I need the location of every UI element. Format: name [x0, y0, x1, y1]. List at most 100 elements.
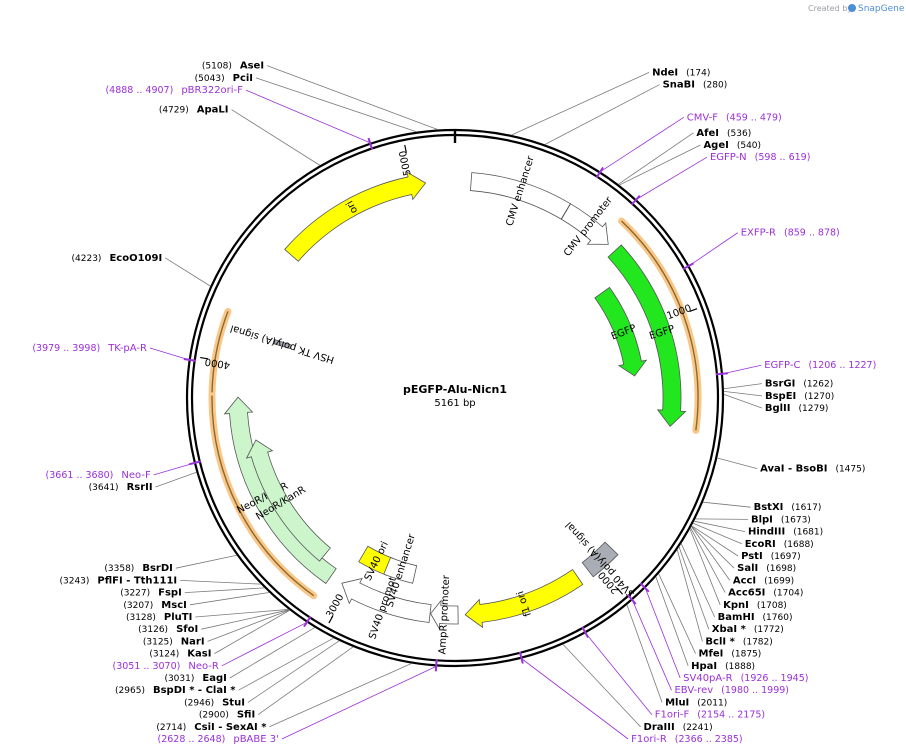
site-label[interactable]: (5108)AseI: [202, 61, 264, 72]
site-label[interactable]: BclI *(1782): [705, 636, 772, 647]
primer-range: TK-pA-R: [107, 343, 147, 354]
site-label[interactable]: BglII(1279): [765, 403, 829, 414]
primer-name: EGFP-N: [710, 152, 747, 163]
feature-ori[interactable]: [284, 171, 427, 262]
site-name: SalI: [737, 563, 758, 574]
leader-lines: [149, 65, 763, 740]
site-label[interactable]: XbaI *(1772): [712, 624, 784, 635]
leader-line: [229, 627, 315, 679]
site-label[interactable]: (2714)CsiI - SexAI *: [156, 722, 267, 733]
site-label[interactable]: BsrGI(1262): [765, 379, 833, 390]
primer-label[interactable]: CMV-F(459 .. 479): [687, 112, 782, 123]
site-pos: (536): [727, 129, 751, 139]
site-label[interactable]: (3358)BsrDI: [104, 563, 172, 574]
primer-label[interactable]: EXFP-R(859 .. 878): [741, 228, 840, 239]
site-label[interactable]: (3124)KasI: [149, 649, 211, 660]
site-label[interactable]: MluI(2011): [665, 697, 727, 708]
feature-hsv-tk-poly-a-signal[interactable]: [272, 338, 292, 350]
site-pos: (3124): [149, 650, 179, 660]
site-label[interactable]: AccI(1699): [733, 575, 794, 586]
site-name: SfiI: [237, 710, 255, 721]
site-pos: (3207): [123, 601, 153, 611]
primer-label[interactable]: (3051 .. 3070)Neo-R: [112, 661, 218, 672]
primer-label[interactable]: (3661 .. 3680)Neo-F: [46, 470, 151, 481]
orf-line: [621, 220, 699, 431]
feature-egfp[interactable]: [607, 244, 687, 427]
site-label[interactable]: (2965)BspDI * - ClaI *: [115, 685, 236, 696]
feature-label: HSV TK poly(A) signal: [229, 322, 336, 365]
site-name: SnaBI: [663, 80, 695, 91]
site-pos: (3125): [143, 637, 173, 647]
site-label[interactable]: SnaBI(280): [663, 80, 728, 91]
site-label[interactable]: BlpI(1673): [751, 514, 811, 525]
feature-egfp[interactable]: [594, 286, 648, 377]
site-name: MfeI: [699, 649, 724, 660]
site-pos: (2965): [115, 686, 145, 696]
feature-ampr-promoter[interactable]: [430, 599, 459, 630]
site-label[interactable]: MfeI (1875): [699, 649, 762, 660]
primer-mark: [581, 626, 589, 639]
site-label[interactable]: (3126)SfoI: [138, 624, 198, 635]
site-name: BlpI: [751, 514, 773, 525]
tick-label: 4000: [204, 355, 231, 370]
feature-sv40-enhancer[interactable]: [383, 556, 418, 584]
site-pos: (1875): [731, 650, 761, 660]
site-label[interactable]: (4729)ApaLI: [159, 105, 229, 116]
primer-label[interactable]: (2628 .. 2648)pBABE 3': [157, 734, 278, 745]
primer-label[interactable]: F1ori-R(2366 .. 2385): [631, 734, 743, 745]
site-label[interactable]: (3031)EagI: [164, 673, 226, 684]
site-label[interactable]: BamHI(1760): [718, 612, 793, 623]
site-name: XbaI *: [712, 624, 747, 635]
site-label[interactable]: BspEI(1270): [765, 391, 834, 402]
leader-line: [255, 77, 417, 133]
site-label[interactable]: HpaI(1888): [691, 661, 755, 672]
site-pos: (3358): [104, 564, 134, 574]
leader-line: [544, 84, 660, 145]
primer-label[interactable]: EGFP-C(1206 .. 1227): [764, 360, 876, 371]
site-label[interactable]: DraIII(2241): [644, 722, 713, 733]
site-label[interactable]: (4223)EcoO109I: [72, 253, 163, 264]
primer-label[interactable]: F1ori-F(2154 .. 2175): [655, 710, 765, 721]
site-label[interactable]: Acc65I(1704): [728, 588, 803, 599]
primer-label[interactable]: EGFP-N(598 .. 619): [710, 152, 810, 163]
leader-line: [619, 144, 701, 186]
site-label[interactable]: SalI(1698): [737, 563, 796, 574]
site-label[interactable]: (3227)FspI: [120, 588, 182, 599]
feature-sv40-promoter[interactable]: [341, 577, 432, 623]
primer-label[interactable]: (3979 .. 3998)TK-pA-R: [32, 343, 147, 354]
site-label[interactable]: (3641)RsrII: [89, 482, 153, 493]
primer-label[interactable]: EBV-rev(1980 .. 1999): [674, 685, 789, 696]
site-label[interactable]: HindIII(1681): [748, 527, 823, 538]
leader-line: [214, 609, 290, 654]
primer-range: Neo-R: [188, 661, 219, 672]
site-label[interactable]: (3243)PflFI - Tth111I: [59, 575, 177, 586]
primer-label[interactable]: SV40pA-R(1926 .. 1945): [683, 673, 808, 684]
site-pos: (1699): [764, 576, 794, 586]
leader-line: [281, 665, 437, 740]
site-pos: (5043): [195, 74, 225, 84]
site-label[interactable]: NdeI(174): [652, 67, 710, 78]
site-pos: (1704): [773, 589, 803, 599]
site-label[interactable]: AgeI(540): [703, 140, 761, 151]
site-name: MscI: [161, 600, 187, 611]
site-label[interactable]: AvaI - BsoBI(1475): [760, 464, 865, 475]
primer-mark: [627, 594, 637, 605]
primer-label[interactable]: (4888 .. 4907)pBR322ori-F: [105, 85, 243, 96]
feature-sv40-poly-a-signal[interactable]: [581, 541, 619, 578]
site-label[interactable]: (2900)SfiI: [199, 710, 255, 721]
feature-neor-kanr[interactable]: [245, 439, 331, 562]
site-label[interactable]: KpnI(1708): [723, 600, 787, 611]
site-label[interactable]: (3125)NarI: [143, 636, 205, 647]
site-label[interactable]: PstI(1697): [741, 551, 801, 562]
site-label[interactable]: (3128)PluTI: [126, 612, 192, 623]
site-label[interactable]: AfeI(536): [696, 128, 751, 139]
feature-cmv-promoter[interactable]: [560, 203, 609, 245]
leader-line: [717, 457, 758, 469]
site-label[interactable]: (3207) MscI: [123, 600, 187, 611]
leader-line: [511, 72, 650, 136]
site-label[interactable]: BstXI(1617): [754, 502, 822, 513]
site-label[interactable]: (5043)PciI: [195, 73, 253, 84]
feature-f1-ori[interactable]: [464, 569, 584, 629]
site-label[interactable]: (2946)StuI: [184, 697, 245, 708]
site-label[interactable]: EcoRI(1688): [745, 539, 814, 550]
